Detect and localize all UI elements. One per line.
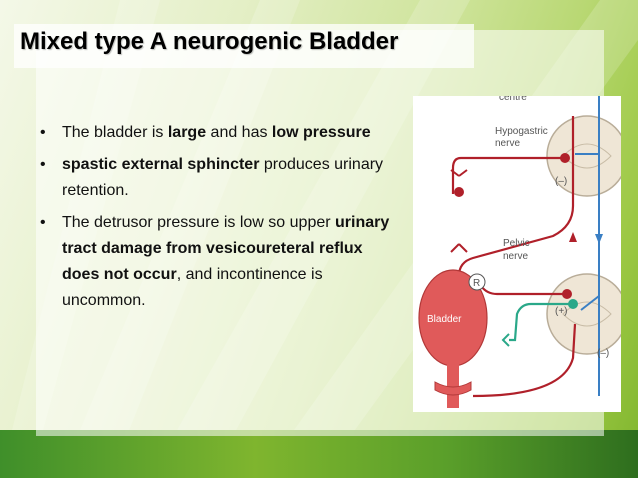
bullet-marker: •	[40, 214, 46, 231]
nerve-ending-mid	[450, 243, 468, 253]
spinal-cord-upper	[546, 115, 621, 197]
plus-label: (+)	[555, 306, 568, 317]
title-bar	[14, 24, 474, 68]
hypogastric-label-2: nerve	[495, 138, 520, 149]
bladder-neck	[447, 362, 459, 408]
bullet-text-bold: large	[167, 124, 207, 141]
receptor-r-label: R	[473, 278, 480, 289]
ganglion-top	[560, 153, 570, 163]
ganglion-lower	[562, 289, 572, 299]
bullet-text: The bladder is	[62, 124, 168, 141]
nerve-ending-top	[450, 169, 468, 177]
pelvic-label-2: nerve	[503, 251, 528, 262]
bullet-item: • The bladder is large and has low pressu…	[40, 120, 400, 146]
centre-label: centre	[499, 96, 527, 103]
teal-ending	[501, 333, 510, 347]
hypogastric-nerve-path	[451, 156, 563, 194]
teal-ganglion	[568, 299, 578, 309]
blue-tract-arrow	[595, 234, 603, 244]
slide-bottom-band	[0, 430, 638, 478]
vertical-red-path	[457, 116, 575, 296]
bullet-item: • spastic external sphincter produces uri…	[40, 152, 400, 204]
bullet-text: The detrusor pressure is low so upper	[62, 214, 336, 231]
ganglion-mid	[454, 187, 464, 197]
neurogenic-bladder-diagram: R Bladder centre Hypogastric nerve Pelvi…	[413, 96, 621, 412]
bullet-list: • The bladder is large and has low pressu…	[40, 120, 400, 320]
pelvic-lower-path	[472, 323, 577, 398]
bullet-marker: •	[40, 156, 46, 173]
slide-title: Mixed type A neurogenic Bladder	[20, 28, 399, 55]
bullet-item: • The detrusor pressure is low so upper u…	[40, 210, 400, 314]
bullet-marker: •	[40, 124, 46, 141]
bladder-label: Bladder	[427, 314, 462, 325]
hypogastric-label-1: Hypogastric	[495, 126, 548, 137]
pudendal-path	[509, 302, 571, 342]
pelvic-label-1: Pelvic	[503, 238, 530, 249]
minus-top-label: (–)	[555, 176, 567, 187]
receptor-r	[468, 273, 486, 291]
blue-branch-lower	[580, 295, 600, 311]
minus-bottom-label: (–)	[597, 348, 609, 359]
bullet-text-bold: low pressure	[271, 124, 371, 141]
bullet-text: and has	[206, 124, 272, 141]
sphincter-shape	[434, 381, 472, 396]
red-arrow-upper	[569, 232, 577, 242]
bullet-text-bold: urinary tract damage from vesicoureteral…	[62, 214, 390, 283]
bullet-text: produces urinary retention.	[62, 156, 384, 199]
bullet-text-bold: spastic external sphincter	[62, 156, 260, 173]
bullet-text: , and incontinence is uncommon.	[62, 266, 323, 309]
grey-matter-upper	[562, 143, 612, 169]
diagram-svg: R Bladder centre Hypogastric nerve Pelvi…	[418, 96, 621, 408]
